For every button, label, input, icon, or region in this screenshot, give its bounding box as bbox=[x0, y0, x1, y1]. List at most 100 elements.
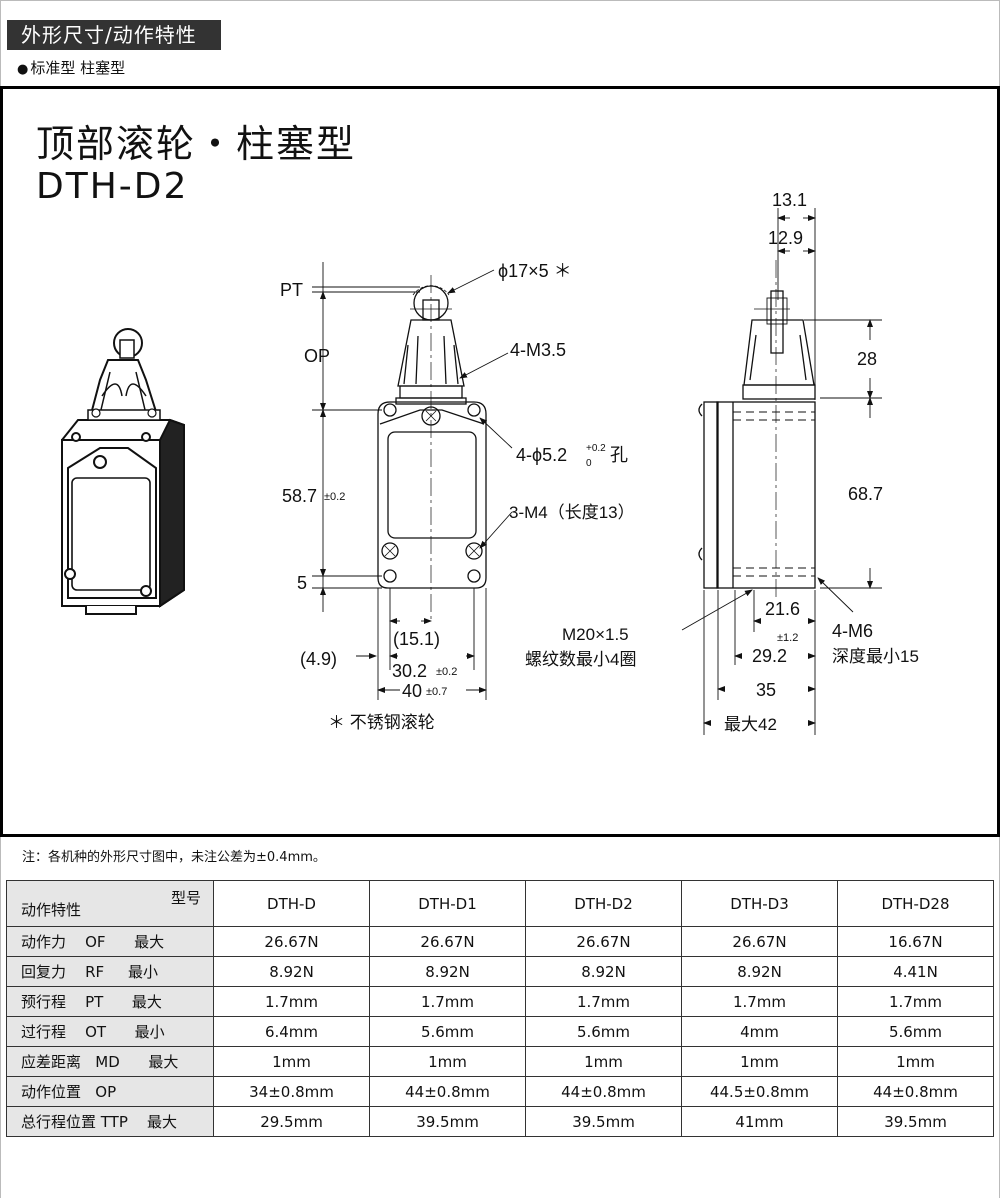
table-cell: 5.6mm bbox=[837, 1016, 994, 1047]
front-dimensions bbox=[312, 262, 513, 700]
table-row: 回复力 RF 最小 8.92N 8.92N 8.92N 8.92N 4.41N bbox=[6, 956, 994, 987]
table-cell: 5.6mm bbox=[525, 1016, 682, 1047]
side-view bbox=[698, 260, 816, 600]
dim-max42: 最大42 bbox=[724, 715, 777, 734]
dim-30-2-tol: ±0.2 bbox=[436, 666, 457, 678]
dim-40: 40 bbox=[402, 681, 422, 701]
row-label: 动作力 OF 最大 bbox=[6, 926, 214, 957]
footnote-label: ＊ 不锈钢滚轮 bbox=[328, 713, 435, 732]
m6-label-2: 深度最小15 bbox=[832, 647, 919, 666]
front-view bbox=[377, 275, 487, 622]
dim-15-1: (15.1) bbox=[393, 629, 440, 649]
table-row: 总行程位置 TTP 最大 29.5mm 39.5mm 39.5mm 41mm 3… bbox=[6, 1106, 994, 1137]
table-cell: 41mm bbox=[681, 1106, 838, 1137]
mount-holes-tol-lower: 0 bbox=[586, 458, 592, 469]
dim-29-2: 29.2 bbox=[752, 646, 787, 666]
table-cell: 1.7mm bbox=[213, 986, 370, 1017]
screw-top-label: 4-M3.5 bbox=[510, 340, 566, 360]
table-corner-cell: 型号 动作特性 bbox=[6, 880, 214, 927]
table-cell: 8.92N bbox=[681, 956, 838, 987]
roller-label: ϕ17×5 ＊ bbox=[498, 261, 572, 281]
conduit-label-2: 螺纹数最小4圈 bbox=[525, 650, 636, 669]
table-cell: 44±0.8mm bbox=[837, 1076, 994, 1107]
table-cell: 39.5mm bbox=[525, 1106, 682, 1137]
model-header: DTH-D bbox=[213, 880, 370, 927]
table-cell: 6.4mm bbox=[213, 1016, 370, 1047]
table-cell: 8.92N bbox=[525, 956, 682, 987]
table-cell: 44±0.8mm bbox=[369, 1076, 526, 1107]
model-header: DTH-D2 bbox=[525, 880, 682, 927]
model-header: DTH-D1 bbox=[369, 880, 526, 927]
table-cell: 1mm bbox=[681, 1046, 838, 1077]
table-cell: 44±0.8mm bbox=[525, 1076, 682, 1107]
table-cell: 39.5mm bbox=[837, 1106, 994, 1137]
table-cell: 1.7mm bbox=[837, 986, 994, 1017]
table-cell: 1mm bbox=[525, 1046, 682, 1077]
row-label: 回复力 RF 最小 bbox=[6, 956, 214, 987]
table-cell: 1.7mm bbox=[525, 986, 682, 1017]
drawing-frame bbox=[0, 86, 1000, 837]
mount-holes-suffix: 孔 bbox=[610, 445, 628, 465]
technical-drawing: PT OP ϕ17×5 ＊ 4-M3.5 4-ϕ5.2 +0.2 0 孔 58.… bbox=[61, 190, 919, 735]
table-cell: 26.67N bbox=[525, 926, 682, 957]
height-label: 58.7 bbox=[282, 486, 317, 506]
drawing-model: DTH-D2 bbox=[36, 166, 189, 207]
table-row: 应差距离 MD 最大 1mm 1mm 1mm 1mm 1mm bbox=[6, 1046, 994, 1077]
section-title: 外形尺寸/动作特性 bbox=[7, 20, 221, 50]
threaded-label: 3-M4（长度13） bbox=[509, 503, 635, 522]
side-labels: 13.1 12.9 28 68.7 21.6 ±1.2 29.2 35 最大42… bbox=[525, 190, 919, 734]
row-label: 过行程 OT 最小 bbox=[6, 1016, 214, 1047]
bottom-offset-label: 5 bbox=[297, 573, 307, 593]
spec-table: 型号 动作特性 DTH-D DTH-D1 DTH-D2 DTH-D3 DTH-D… bbox=[6, 880, 994, 1137]
row-label: 预行程 PT 最大 bbox=[6, 986, 214, 1017]
dim-28: 28 bbox=[857, 349, 877, 369]
table-cell: 8.92N bbox=[213, 956, 370, 987]
row-label: 总行程位置 TTP 最大 bbox=[6, 1106, 214, 1137]
table-cell: 1mm bbox=[837, 1046, 994, 1077]
table-cell: 4mm bbox=[681, 1016, 838, 1047]
row-label: 动作位置 OP bbox=[6, 1076, 214, 1107]
table-cell: 26.67N bbox=[369, 926, 526, 957]
dim-13-1: 13.1 bbox=[772, 190, 807, 210]
subtype-text: 标准型 柱塞型 bbox=[30, 59, 126, 77]
dim-68-7: 68.7 bbox=[848, 484, 883, 504]
table-cell: 4.41N bbox=[837, 956, 994, 987]
conduit-label-1: M20×1.5 bbox=[562, 625, 629, 644]
model-header: DTH-D28 bbox=[837, 880, 994, 927]
table-header-row: 型号 动作特性 DTH-D DTH-D1 DTH-D2 DTH-D3 DTH-D… bbox=[6, 880, 994, 927]
op-label: OP bbox=[304, 346, 330, 366]
corner-model-label: 型号 bbox=[170, 889, 201, 907]
model-header: DTH-D3 bbox=[681, 880, 838, 927]
table-cell: 39.5mm bbox=[369, 1106, 526, 1137]
height-tol: ±0.2 bbox=[324, 491, 345, 503]
dim-35: 35 bbox=[756, 680, 776, 700]
table-cell: 29.5mm bbox=[213, 1106, 370, 1137]
bullet-icon: ● bbox=[17, 62, 29, 77]
table-cell: 34±0.8mm bbox=[213, 1076, 370, 1107]
switch-illustration bbox=[61, 328, 185, 615]
table-cell: 1.7mm bbox=[681, 986, 838, 1017]
table-cell: 1mm bbox=[369, 1046, 526, 1077]
table-cell: 5.6mm bbox=[369, 1016, 526, 1047]
dim-4-9: (4.9) bbox=[300, 649, 337, 669]
table-row: 动作位置 OP 34±0.8mm 44±0.8mm 44±0.8mm 44.5±… bbox=[6, 1076, 994, 1107]
front-labels: PT OP ϕ17×5 ＊ 4-M3.5 4-ϕ5.2 +0.2 0 孔 58.… bbox=[280, 261, 635, 732]
tolerance-note: 注：各机种的外形尺寸图中，未注公差为±0.4mm。 bbox=[22, 850, 326, 865]
side-dimensions bbox=[681, 208, 882, 735]
table-cell: 1.7mm bbox=[369, 986, 526, 1017]
dim-21-6: 21.6 bbox=[765, 599, 800, 619]
mount-holes-label: 4-ϕ5.2 bbox=[516, 445, 567, 465]
table-row: 预行程 PT 最大 1.7mm 1.7mm 1.7mm 1.7mm 1.7mm bbox=[6, 986, 994, 1017]
dim-40-tol: ±0.7 bbox=[426, 686, 447, 698]
table-cell: 44.5±0.8mm bbox=[681, 1076, 838, 1107]
drawing-title: 顶部滚轮・柱塞型 bbox=[36, 122, 357, 166]
row-label: 应差距离 MD 最大 bbox=[6, 1046, 214, 1077]
table-cell: 16.67N bbox=[837, 926, 994, 957]
mount-holes-tol-upper: +0.2 bbox=[586, 443, 606, 454]
subtype-label: ●标准型 柱塞型 bbox=[17, 58, 125, 80]
m6-label-1: 4-M6 bbox=[832, 621, 873, 641]
table-row: 动作力 OF 最大 26.67N 26.67N 26.67N 26.67N 16… bbox=[6, 926, 994, 957]
table-cell: 1mm bbox=[213, 1046, 370, 1077]
dim-12-9: 12.9 bbox=[768, 228, 803, 248]
pt-label: PT bbox=[280, 280, 303, 300]
